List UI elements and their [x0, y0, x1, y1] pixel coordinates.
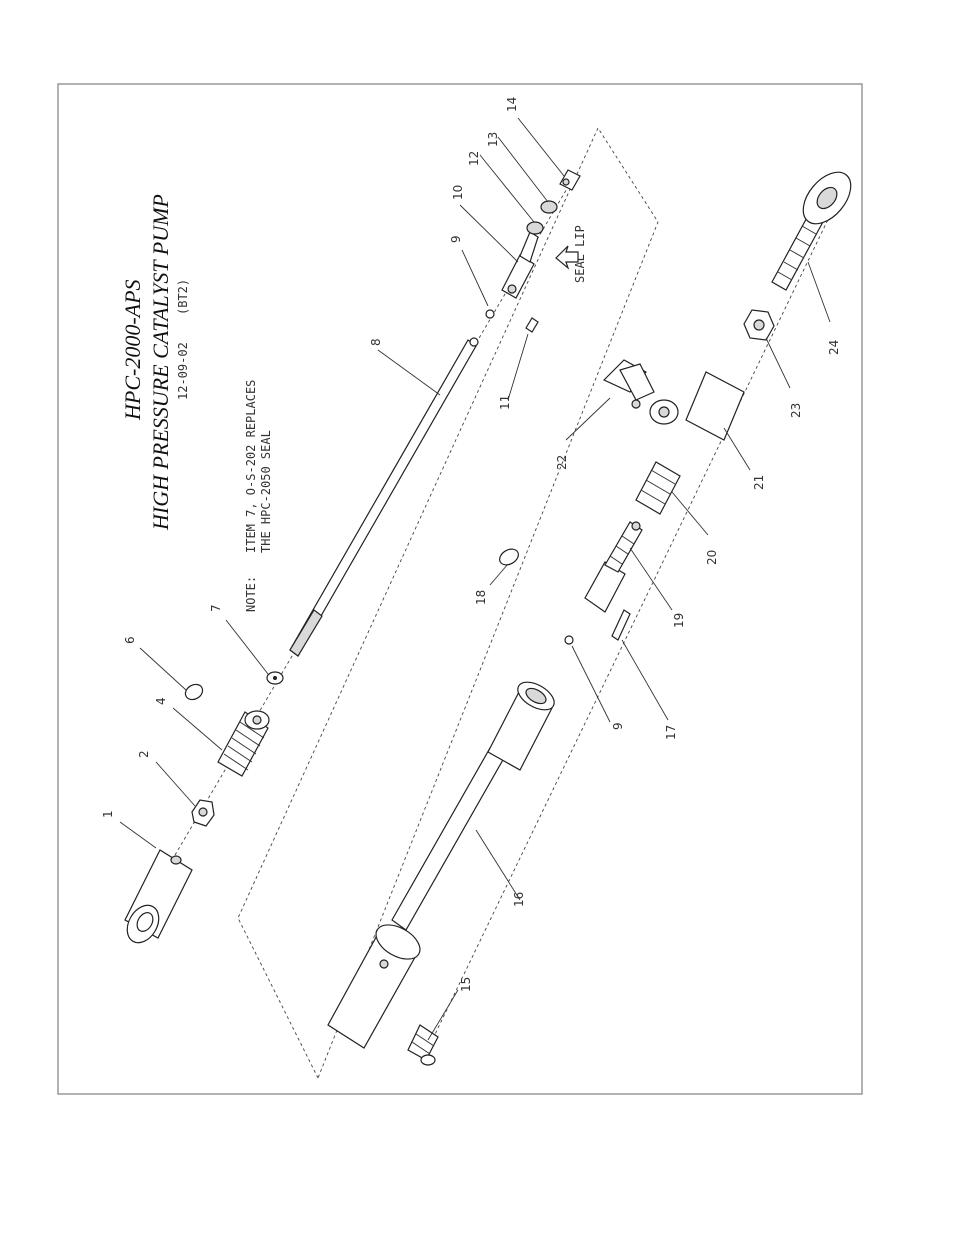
- callout-10: 10: [451, 185, 465, 200]
- part-9-ball-upper: [486, 310, 494, 318]
- callout-11: 11: [498, 395, 512, 410]
- callout-9-upper: 9: [449, 235, 463, 243]
- callout-17: 17: [664, 725, 678, 740]
- pump-title: HIGH PRESSURE CATALYST PUMP: [148, 194, 173, 531]
- callout-6: 6: [123, 636, 137, 644]
- callout-9-lower: 9: [611, 722, 625, 730]
- callout-2: 2: [137, 750, 151, 758]
- part-9-ball-lower: [565, 636, 573, 644]
- rev-text: (BT2): [176, 279, 190, 315]
- callout-18: 18: [474, 590, 488, 605]
- callout-13: 13: [486, 132, 500, 147]
- callout-22: 22: [555, 455, 569, 470]
- part-12-washer: [527, 222, 543, 234]
- callout-7: 7: [209, 604, 223, 612]
- part-7-seal: [267, 672, 283, 684]
- callout-1: 1: [101, 810, 115, 818]
- callout-8: 8: [369, 338, 383, 346]
- callout-15: 15: [459, 977, 473, 992]
- date-text: 12-09-02: [176, 342, 190, 400]
- note-line-1: ITEM 7, O-S-202 REPLACES: [244, 380, 258, 553]
- note-line-2: THE HPC-2050 SEAL: [259, 430, 273, 553]
- callout-19: 19: [672, 613, 686, 628]
- callout-14: 14: [505, 97, 519, 112]
- callout-20: 20: [705, 550, 719, 565]
- model-title: HPC-2000-APS: [120, 279, 145, 421]
- callout-16: 16: [512, 892, 526, 907]
- note-label: NOTE:: [244, 576, 258, 612]
- callout-12: 12: [467, 151, 481, 166]
- callout-23: 23: [789, 403, 803, 418]
- callout-4: 4: [154, 697, 168, 705]
- part-13-seal: [541, 201, 557, 213]
- callout-21: 21: [752, 475, 766, 490]
- callout-24: 24: [827, 340, 841, 355]
